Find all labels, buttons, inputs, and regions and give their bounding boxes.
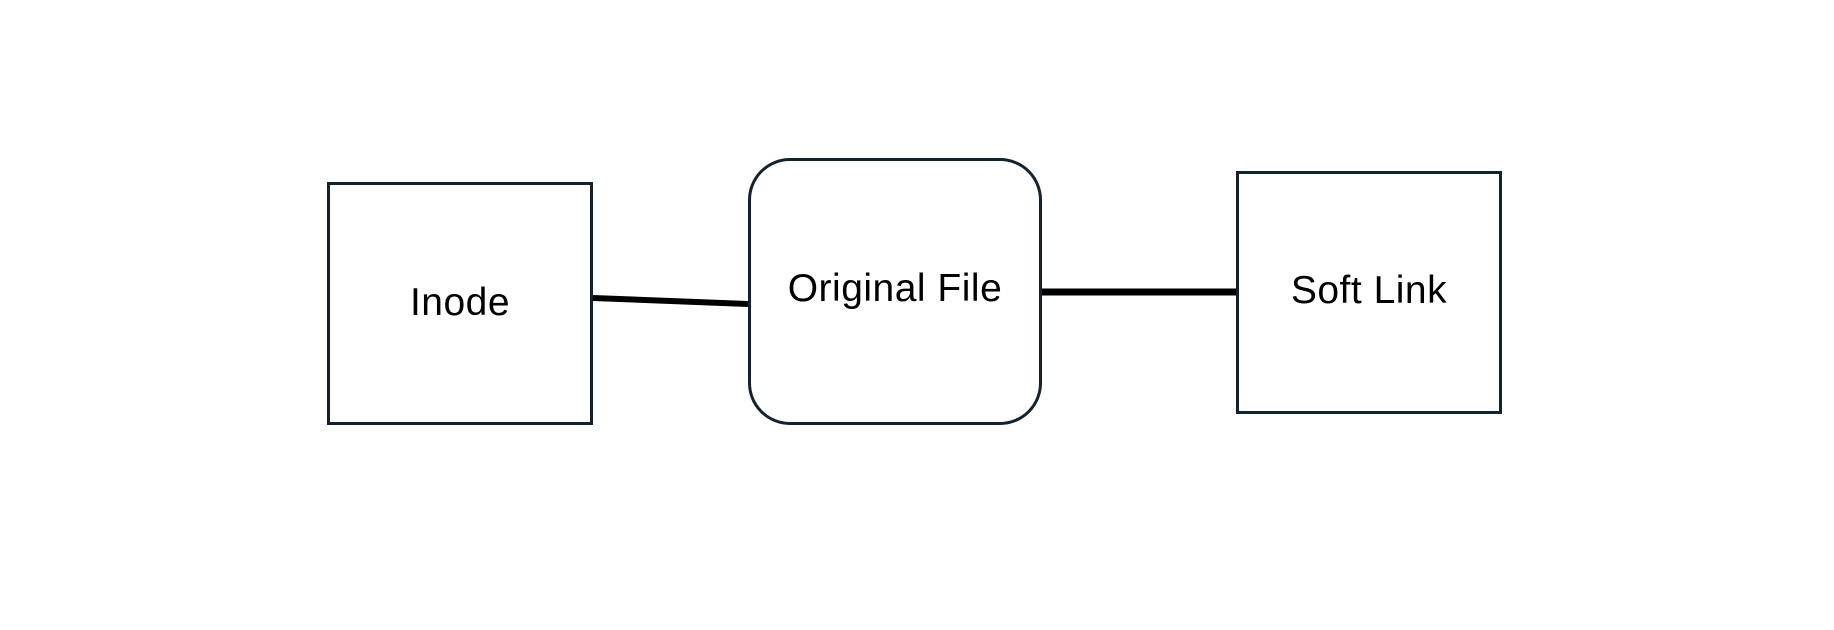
edge-inode-to-original-file [592, 295, 749, 307]
node-label-inode: Inode [409, 280, 511, 324]
node-soft-link: Soft Link [1236, 171, 1502, 414]
node-label-soft-link: Soft Link [1290, 268, 1448, 312]
node-inode: Inode [327, 182, 593, 425]
node-original-file: Original File [748, 158, 1042, 425]
node-label-original-file: Original File [787, 266, 1003, 310]
